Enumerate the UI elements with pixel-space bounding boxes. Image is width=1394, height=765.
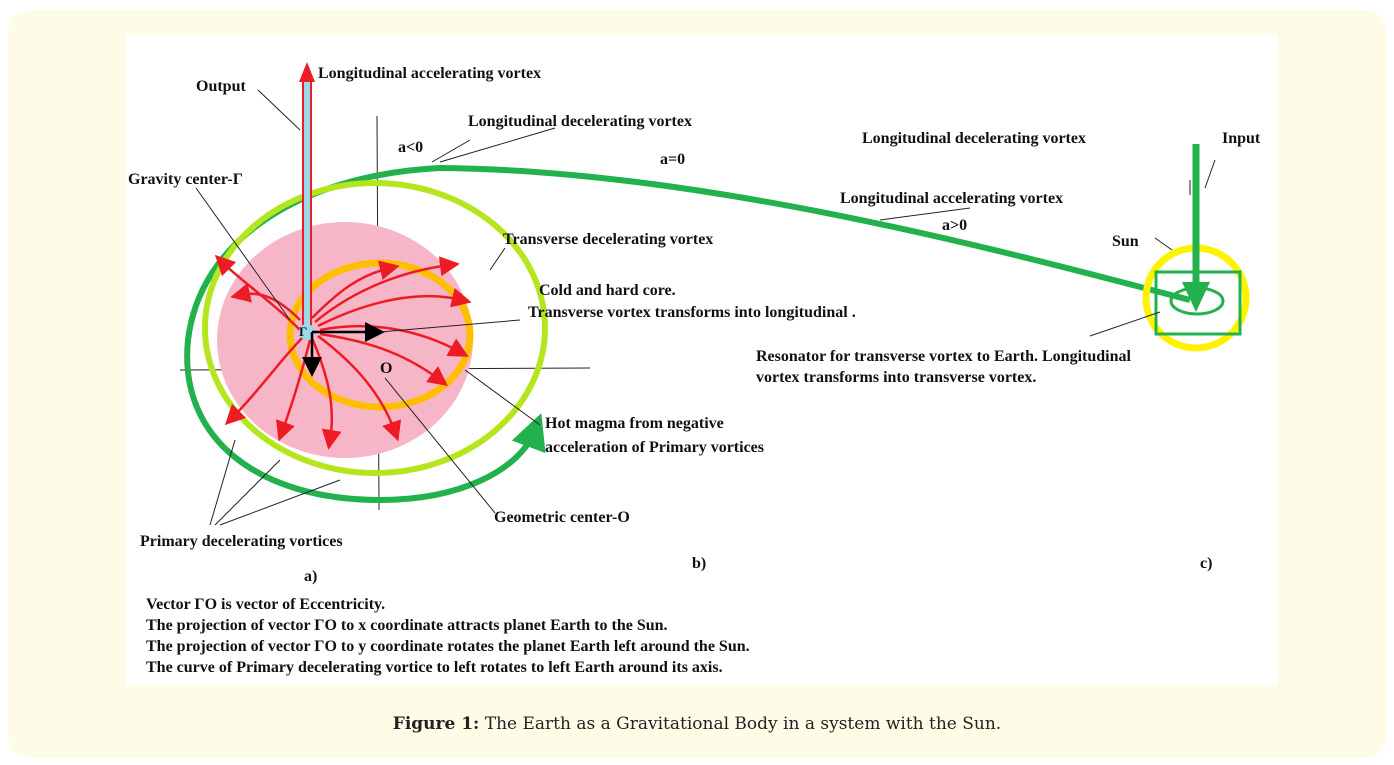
notes-block: Vector ΓO is vector of Eccentricity. The… [146, 594, 1246, 678]
label-longitudinal-accelerating-mid: Longitudinal accelerating vortex [840, 190, 1063, 207]
label-longitudinal-decelerating-right: Longitudinal decelerating vortex [862, 130, 1086, 147]
label-cold-core-2: Transverse vortex transforms into longit… [528, 304, 856, 321]
earth-body [217, 222, 473, 458]
note-line: The projection of vector ΓO to x coordin… [146, 617, 668, 634]
label-resonator-2: vortex transforms into transverse vortex… [756, 369, 1036, 386]
input-arrowhead [1182, 282, 1210, 312]
caption-text: The Earth as a Gravitational Body in a s… [479, 714, 1002, 734]
label-a-less: a<0 [398, 139, 423, 156]
label-panel-b: b) [692, 555, 706, 572]
label-panel-c: c) [1200, 555, 1212, 572]
label-primary-vortices: Primary decelerating vortices [140, 533, 343, 550]
transverse-ring [202, 180, 548, 476]
label-gravity-center: Gravity center-Γ [128, 171, 243, 188]
label-geometric-center: Geometric center-O [494, 509, 630, 526]
note-line: Vector ΓO is vector of Eccentricity. [146, 596, 386, 613]
label-gamma: Γ [299, 324, 307, 339]
label-input: Input [1222, 130, 1261, 147]
label-cold-core-1: Cold and hard core. [539, 282, 676, 299]
label-longitudinal-accelerating-top: Longitudinal accelerating vortex [318, 65, 541, 82]
label-hot-magma-2: acceleration of Primary vortices [545, 439, 764, 456]
label-transverse-decelerating: Transverse decelerating vortex [503, 231, 713, 248]
caption-label: Figure 1: [392, 714, 480, 734]
output-shaft [302, 74, 312, 336]
label-a-zero: a=0 [660, 151, 685, 168]
note-line: The curve of Primary decelerating vortic… [146, 659, 723, 676]
label-o-point: O [380, 360, 392, 377]
figure-caption: Figure 1: The Earth as a Gravitational B… [0, 714, 1394, 734]
label-longitudinal-decelerating-top: Longitudinal decelerating vortex [468, 113, 692, 130]
label-sun: Sun [1112, 233, 1139, 250]
label-resonator-1: Resonator for transverse vortex to Earth… [756, 348, 1131, 365]
note-line: The projection of vector ΓO to y coordin… [146, 638, 750, 655]
primary-vortices [214, 254, 472, 450]
label-output: Output [196, 78, 246, 95]
label-hot-magma-1: Hot magma from negative [545, 415, 724, 432]
leader-lines [195, 89, 1216, 526]
label-a-greater: a>0 [942, 217, 967, 234]
label-panel-a: a) [304, 568, 317, 585]
output-arrowhead [299, 62, 315, 82]
